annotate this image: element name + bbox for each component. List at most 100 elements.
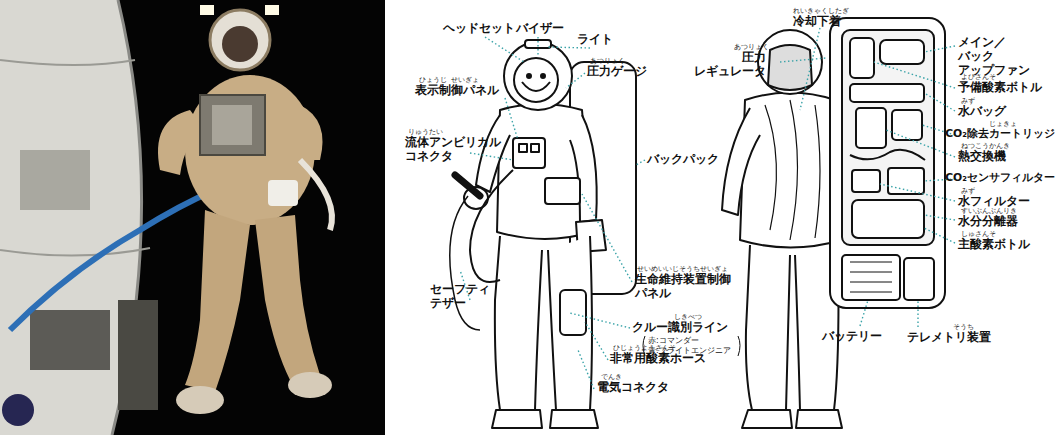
photo-part (185, 75, 315, 225)
furigana: そうち (953, 324, 974, 331)
leader-lines-part (537, 37, 538, 56)
front-suit-drawing-part (560, 290, 586, 335)
furigana: りゅうたい (408, 129, 443, 136)
part-label: クルー識別ライン (632, 321, 728, 335)
furigana: みず (961, 98, 975, 105)
back-suit-drawing-part (850, 38, 874, 78)
part-label: テレメトリ装置 (907, 331, 991, 345)
back-suit-drawing-part (742, 410, 792, 428)
front-suit-drawing (450, 40, 636, 428)
photo-part (185, 210, 250, 392)
photo-part (0, 0, 385, 435)
photo-part (288, 372, 332, 398)
part-label: 主酸素ボトル (958, 238, 1030, 252)
back-suit-drawing-part (722, 108, 760, 215)
leader-lines-part (485, 37, 524, 62)
leader-lines-part (886, 130, 955, 157)
leader-lines-part (860, 300, 868, 326)
front-suit-drawing-part (545, 178, 580, 204)
furigana: みず (961, 188, 975, 195)
leader-lines-part (880, 184, 955, 201)
furigana: しゅさんそ (961, 231, 996, 238)
part-label: 表示制御パネル (415, 84, 499, 98)
photo-part (265, 5, 279, 15)
furigana: ひょうじ (419, 77, 447, 84)
front-suit-drawing-part (455, 175, 480, 196)
furigana: れいきゃくしたぎ (793, 8, 849, 15)
back-suit-drawing-part (768, 45, 812, 90)
part-label: 生命維持装置制御 パネル (635, 273, 731, 301)
leader-lines-part (917, 300, 918, 327)
photo-part (200, 5, 214, 15)
photo-part (176, 386, 224, 414)
back-suit-drawing-part (888, 168, 924, 194)
back-suit-drawing-part (850, 84, 924, 102)
front-suit-drawing-part (450, 196, 480, 330)
note-text: 赤:コマンダー (648, 336, 699, 345)
furigana: しきべつ (674, 314, 702, 321)
part-label: ライト (577, 33, 613, 47)
bracket-part (738, 336, 740, 356)
furigana: よびさんそ (961, 74, 996, 81)
furigana: すいぶんぶんりき (961, 208, 1017, 215)
part-label: セーフティ テザー (430, 283, 490, 311)
photo-part (10, 190, 215, 330)
front-suit-drawing-part (531, 144, 539, 152)
photo-part (158, 110, 205, 175)
front-suit-drawing-part (527, 74, 531, 78)
part-label: 水分分離器 (958, 215, 1018, 229)
back-suit-drawing-part (740, 93, 842, 248)
furigana: じょきょ (989, 121, 1017, 128)
furigana: ひじょうようさんそ (613, 345, 676, 352)
front-suit-drawing-part (513, 138, 545, 168)
leader-lines-part (800, 28, 820, 110)
leader-lines-part (566, 73, 585, 88)
front-suit-drawing-part (522, 82, 550, 91)
leader-lines-part (874, 62, 955, 88)
photo (0, 0, 385, 435)
part-label: 電気コネクタ (597, 381, 669, 395)
front-suit-drawing-part (548, 236, 592, 410)
back-suit-drawing-part (850, 262, 892, 292)
furigana: ねつこうかんき (961, 143, 1010, 150)
part-label: 非常用酸素ホース (610, 352, 706, 366)
front-suit-drawing-part (470, 170, 513, 282)
part-label: ヘッドセット (443, 22, 515, 36)
leader-lines (460, 28, 955, 389)
front-suit-drawing-part (492, 410, 542, 428)
photo-part (2, 394, 34, 426)
leader-lines-part (505, 98, 518, 140)
back-suit-drawing-part (758, 30, 822, 94)
back-suit-drawing-part (850, 150, 925, 160)
photo-part (300, 105, 323, 160)
leader-lines-part (548, 47, 590, 48)
photo-part (0, 60, 135, 65)
part-label: 熱交換機 (958, 150, 1006, 164)
photo-part (210, 10, 270, 70)
leader-lines-part (924, 46, 955, 52)
front-suit-drawing-part (550, 410, 598, 428)
photo-part (222, 26, 258, 62)
back-suit-drawing-part (765, 100, 820, 240)
part-label: バッテリー (822, 330, 882, 344)
part-label: メイン／バック アップファン (958, 36, 1030, 77)
back-suit-drawing-part (904, 258, 934, 300)
part-label: CO₂除去カートリッジ (945, 128, 1055, 140)
photo-part (118, 300, 158, 410)
front-suit-drawing-part (476, 115, 510, 192)
back-suit-drawing-part (852, 170, 880, 192)
leader-lines-part (780, 58, 826, 62)
back-suit-drawing-part (856, 108, 886, 148)
leader-lines-part (582, 194, 632, 282)
furigana: せいめいいじそうちせいぎょ (637, 266, 728, 273)
back-suit-drawing-part (852, 200, 924, 238)
front-suit-drawing-part (519, 144, 527, 152)
back-suit-drawing-part (842, 30, 934, 245)
leader-lines-part (585, 322, 608, 360)
front-suit-drawing-part (570, 115, 597, 222)
photo-part (255, 215, 320, 380)
back-suit-drawing-part (842, 255, 900, 300)
photo-part (20, 150, 90, 210)
back-suit-drawing (722, 18, 945, 428)
